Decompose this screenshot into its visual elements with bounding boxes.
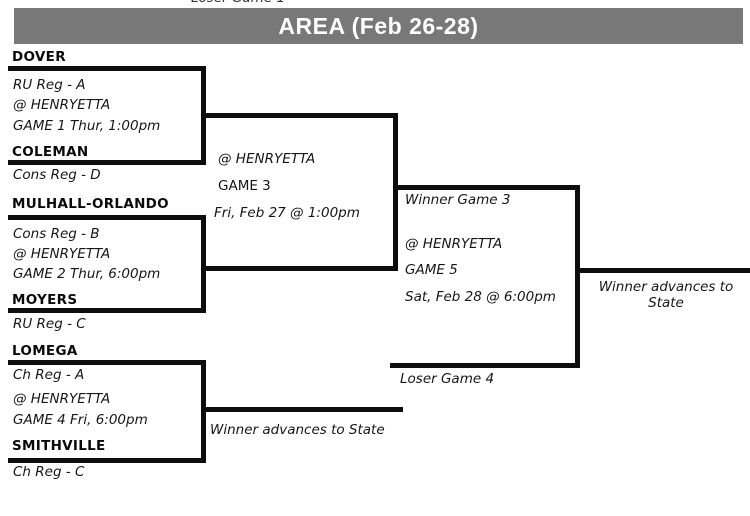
game5-right-line [575, 185, 580, 368]
banner-title: AREA (Feb 26-28) [278, 12, 479, 39]
banner: AREA (Feb 26-28) [14, 8, 743, 44]
game5-schedule: Sat, Feb 28 @ 6:00pm [405, 289, 556, 305]
game2-schedule: GAME 2 Thur, 6:00pm [13, 266, 161, 282]
team-mulhall-orlando: MULHALL-ORLANDO [12, 196, 169, 212]
game5-top-line [393, 185, 580, 190]
game4-winner-note: Winner advances to State [210, 422, 385, 438]
team-dover: DOVER [12, 49, 66, 65]
game4-bottom-line [8, 458, 206, 463]
game5-label: GAME 5 [405, 262, 458, 278]
game2-right-line [201, 215, 206, 313]
game5-feeder-top: Winner Game 3 [405, 192, 511, 208]
game1-top-line [8, 66, 206, 71]
seed-smithville: Ch Reg - C [13, 464, 85, 480]
game5-winner-note: Winner advances to State [598, 279, 734, 311]
game2-bottom-line [8, 308, 206, 313]
seed-moyers: RU Reg - C [13, 316, 86, 332]
game5-winner-line [575, 268, 750, 273]
game5-venue: @ HENRYETTA [405, 236, 503, 252]
team-lomega: LOMEGA [12, 343, 78, 359]
game3-label: GAME 3 [218, 178, 271, 194]
seed-dover: RU Reg - A [13, 77, 86, 93]
game4-venue: @ HENRYETTA [13, 391, 111, 407]
game5-bottom-line [390, 363, 580, 368]
seed-mulhall-orlando: Cons Reg - B [13, 226, 100, 242]
seed-lomega: Ch Reg - A [13, 367, 85, 383]
team-smithville: SMITHVILLE [12, 438, 106, 454]
game3-top-line [201, 113, 398, 118]
team-moyers: MOYERS [12, 292, 78, 308]
game1-venue: @ HENRYETTA [13, 97, 111, 113]
game1-bottom-line [8, 160, 206, 165]
game4-schedule: GAME 4 Fri, 6:00pm [13, 412, 148, 428]
game3-venue: @ HENRYETTA [218, 151, 316, 167]
game1-schedule: GAME 1 Thur, 1:00pm [13, 118, 161, 134]
seed-coleman: Cons Reg - D [13, 167, 101, 183]
game2-venue: @ HENRYETTA [13, 246, 111, 262]
game4-winner-line [201, 407, 403, 412]
team-coleman: COLEMAN [12, 144, 89, 160]
game3-right-line [393, 113, 398, 271]
clipped-loser-game-note: Loser Game 1 [191, 0, 285, 6]
game5-feeder-bottom: Loser Game 4 [400, 371, 495, 387]
game3-schedule: Fri, Feb 27 @ 1:00pm [214, 205, 360, 221]
game3-bottom-line [201, 266, 398, 271]
game2-top-line [8, 215, 206, 220]
game4-top-line [8, 360, 206, 365]
